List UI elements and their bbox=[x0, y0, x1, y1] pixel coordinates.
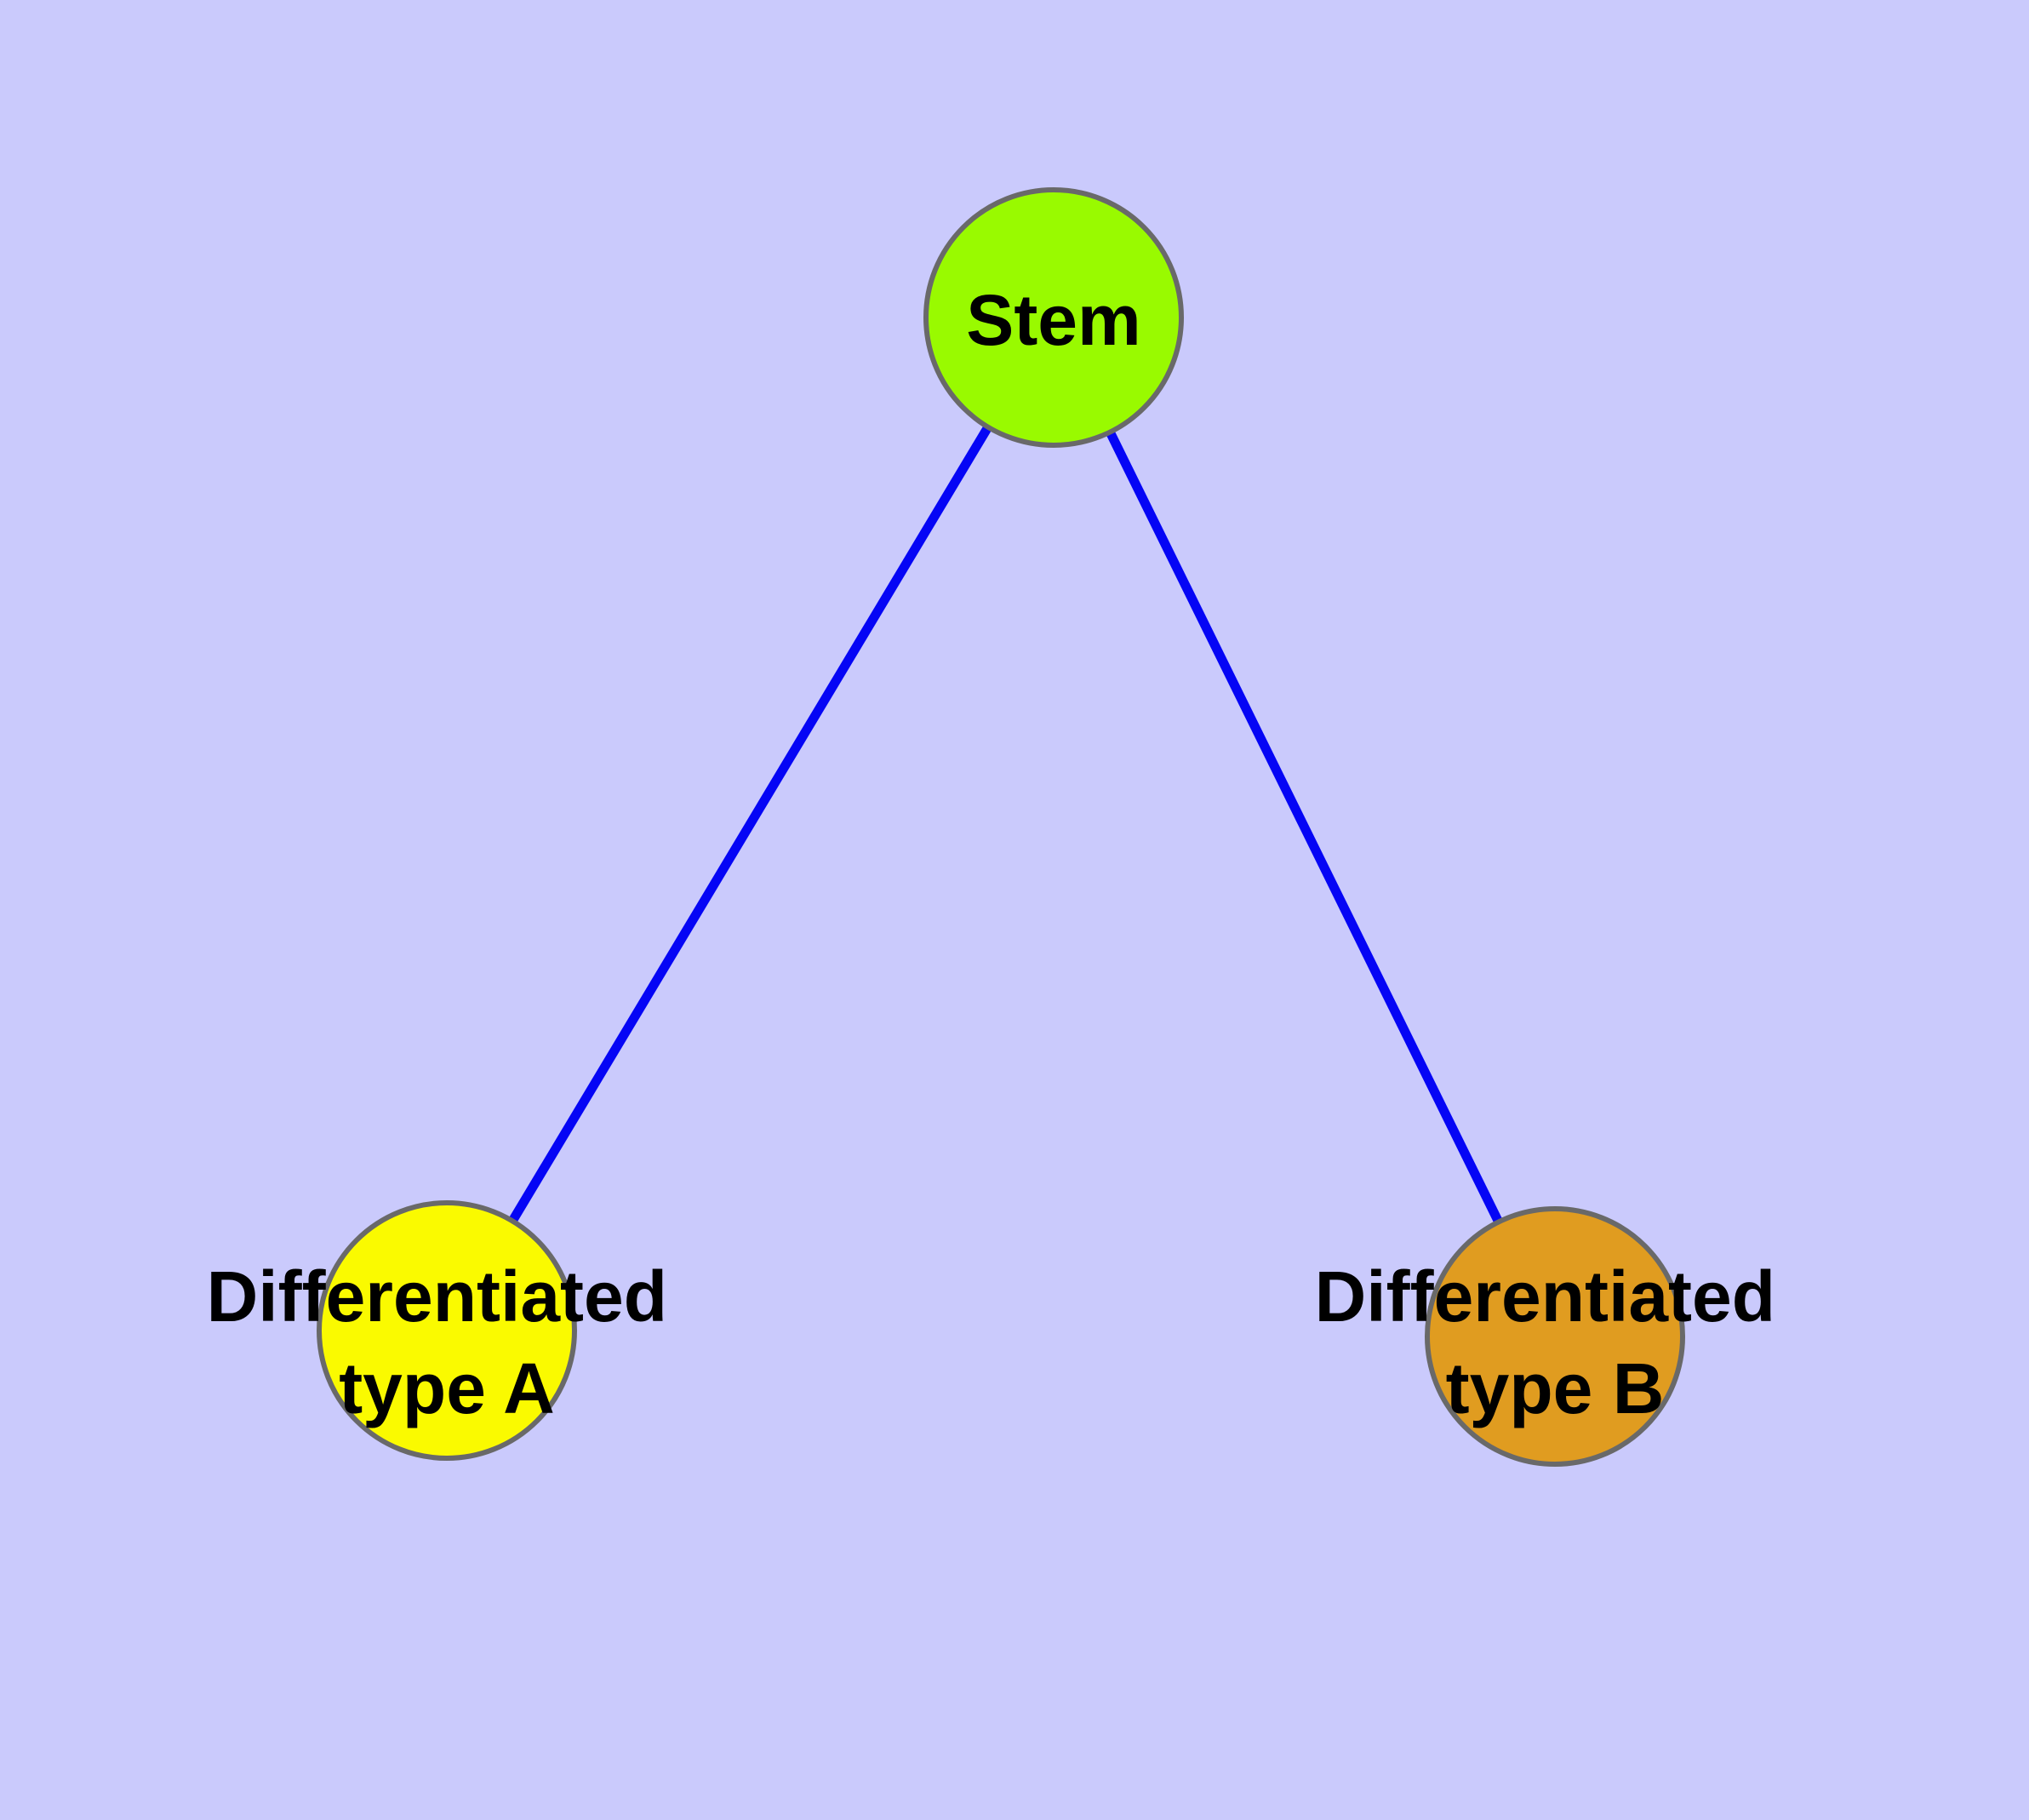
node-type-b-label: Differentiated type B bbox=[1315, 1256, 1796, 1428]
node-stem-label: Stem bbox=[966, 280, 1140, 360]
node-stem-circle bbox=[923, 187, 1184, 448]
edge-stem-to-type-a bbox=[443, 315, 1058, 1333]
node-type-a-label: Differentiated type A bbox=[207, 1256, 688, 1428]
node-type-b-label-line2: type B bbox=[1446, 1348, 1665, 1428]
node-type-a-label-line1: Differentiated bbox=[207, 1256, 667, 1336]
node-type-a-circle bbox=[317, 1200, 577, 1461]
edge-stem-to-type-b bbox=[1049, 315, 1559, 1339]
node-type-a-label-line2: type A bbox=[339, 1348, 555, 1428]
node-type-b-circle bbox=[1425, 1206, 1685, 1467]
node-type-b-label-line1: Differentiated bbox=[1315, 1256, 1775, 1336]
